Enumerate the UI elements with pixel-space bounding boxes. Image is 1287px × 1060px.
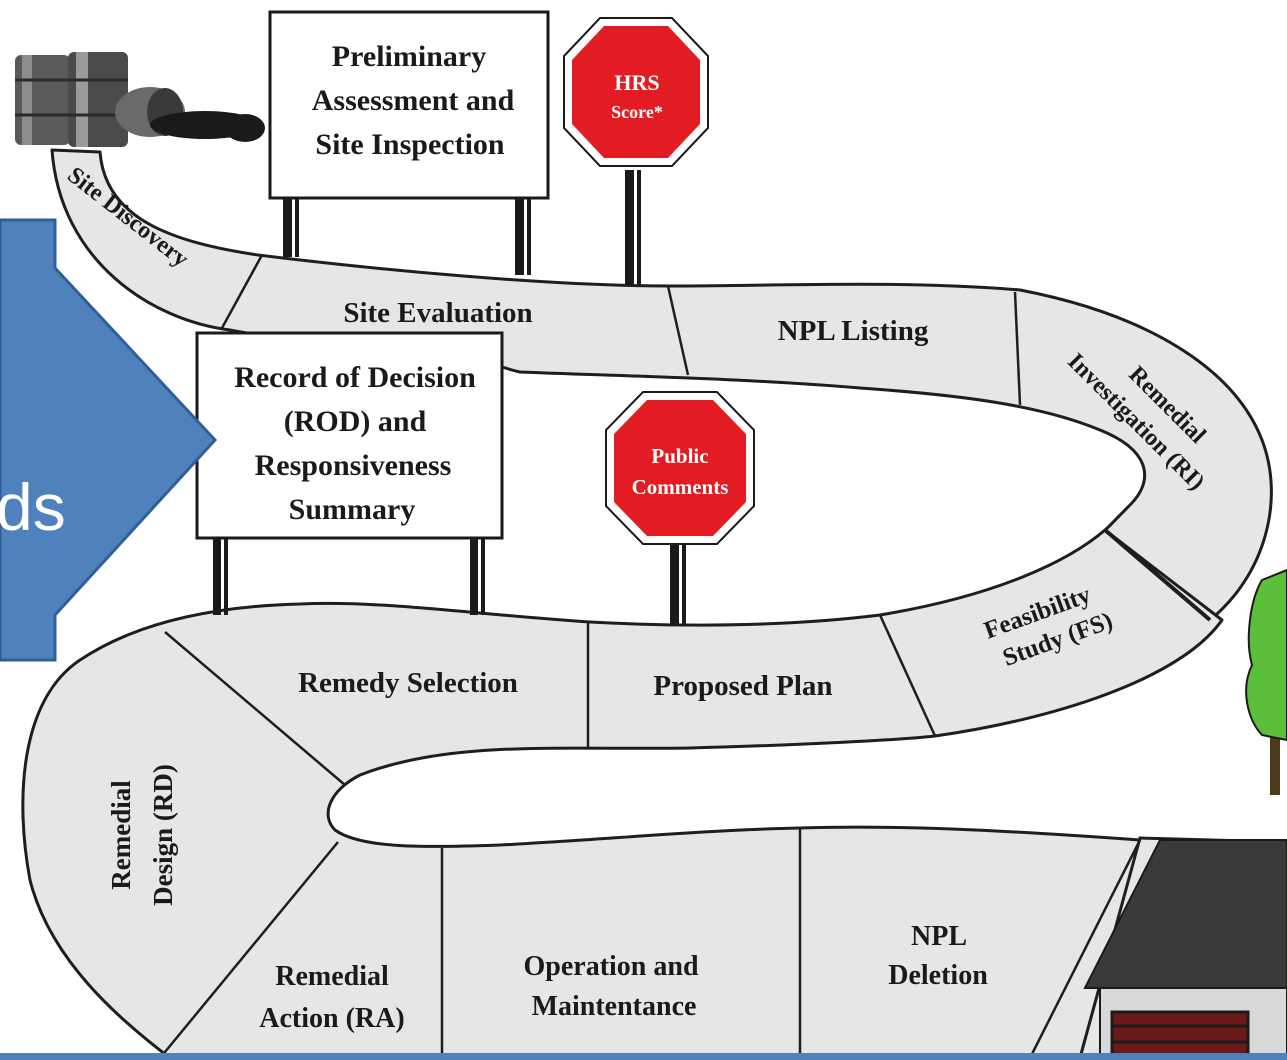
house-icon xyxy=(1083,839,1287,1060)
waste-barrels xyxy=(15,52,265,147)
sign-rod: Record of Decision (ROD) and Responsiven… xyxy=(195,331,504,615)
label-remedy-selection: Remedy Selection xyxy=(298,667,518,699)
label-om-line-2: Maintentance xyxy=(532,991,697,1022)
sign-pa-si-line-3: Site Inspection xyxy=(315,128,505,161)
stop-hrs-line-2: Score* xyxy=(611,102,663,122)
label-proposed-plan: Proposed Plan xyxy=(653,670,832,702)
label-ra-line-2: Action (RA) xyxy=(259,1003,404,1034)
sign-pa-si-line-2: Assessment and xyxy=(312,84,515,117)
sign-rod-line-4: Summary xyxy=(289,493,416,526)
bottom-bar xyxy=(0,1053,1287,1060)
stop-sign-public-comments: Public Comments xyxy=(605,391,755,625)
arrow-text: ds xyxy=(0,470,66,544)
label-site-evaluation: Site Evaluation xyxy=(343,297,532,329)
sign-rod-line-1: Record of Decision xyxy=(234,361,476,394)
sign-rod-line-3: Responsiveness xyxy=(255,449,452,482)
road-dividers xyxy=(159,254,1212,1059)
sign-rod-line-2: (ROD) and xyxy=(284,405,427,438)
label-npl-deletion-line-1: NPL xyxy=(911,921,967,952)
blue-arrow-shape: ds xyxy=(0,218,218,662)
label-rd-group: Remedial Design (RD) xyxy=(106,764,178,906)
label-rd-line-2: Design (RD) xyxy=(148,764,178,906)
stop-public-line-1: Public xyxy=(651,444,708,468)
stop-public-line-2: Comments xyxy=(632,475,729,499)
label-npl-deletion-line-2: Deletion xyxy=(888,960,988,991)
label-rd-line-1: Remedial xyxy=(106,780,136,890)
sign-pa-si: Preliminary Assessment and Site Inspecti… xyxy=(268,10,550,275)
stop-hrs-line-1: HRS xyxy=(614,70,659,95)
label-om-line-1: Operation and xyxy=(523,951,698,982)
label-npl-listing: NPL Listing xyxy=(778,315,929,347)
label-ra-line-1: Remedial xyxy=(275,961,389,992)
sign-pa-si-line-1: Preliminary xyxy=(332,40,486,73)
tree-icon xyxy=(1245,568,1287,795)
stop-sign-hrs: HRS Score* xyxy=(563,17,709,285)
